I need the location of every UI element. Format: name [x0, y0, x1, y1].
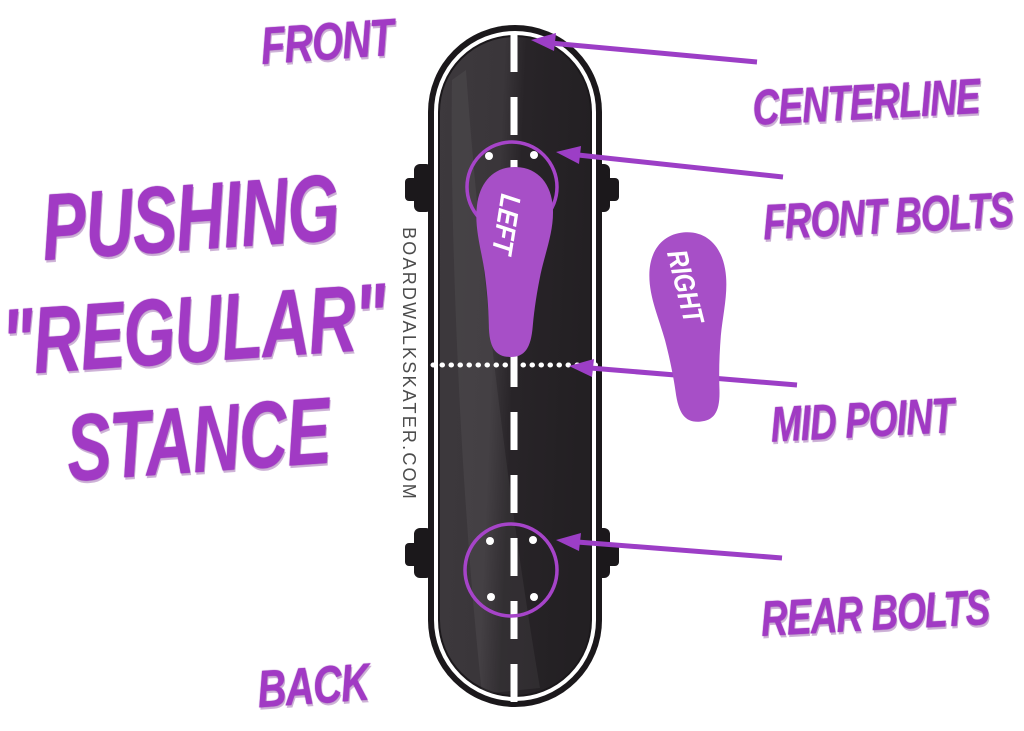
- centerline-arrow: [531, 33, 758, 65]
- rear-bolt-dots: [486, 536, 538, 601]
- rear-bolts-arrow: [556, 533, 783, 561]
- front-label: FRONT: [258, 7, 396, 76]
- right-footprint: [649, 232, 727, 422]
- title-line-2: "REGULAR": [0, 262, 390, 396]
- rear-bolts-label: REAR BOLTS: [759, 580, 991, 648]
- front-bolts-arrow: [556, 146, 784, 180]
- front-bolts-label: FRONT BOLTS: [761, 182, 1015, 252]
- left-footprint: [476, 167, 553, 357]
- watermark: BOARDWALKSKATER.COM: [399, 227, 419, 501]
- front-bolt-dots: [485, 151, 538, 160]
- title-line-3: STANCE: [62, 377, 334, 502]
- back-label: BACK: [255, 652, 371, 719]
- rear-bolts-circle: [463, 522, 559, 618]
- left-foot-label: LEFT: [484, 191, 527, 257]
- deck-glare: [451, 70, 540, 694]
- title-line-1: PUSHING: [38, 154, 342, 281]
- centerline-label: CENTERLINE: [751, 69, 981, 137]
- skateboard-deck: [428, 25, 602, 707]
- mid-point-label: MID POINT: [769, 388, 955, 454]
